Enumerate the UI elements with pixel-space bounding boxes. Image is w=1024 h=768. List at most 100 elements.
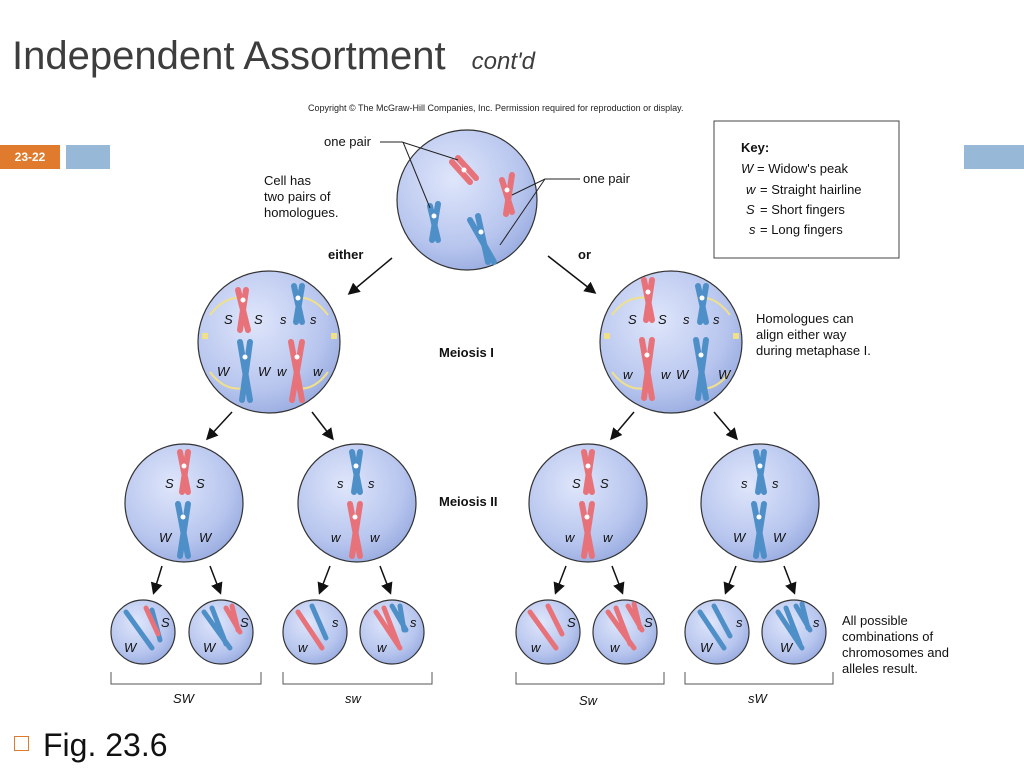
gamete-cell: s W [761,599,827,665]
square-bullet-icon [14,736,29,752]
title-main: Independent Assortment [12,34,446,78]
allele-label: s [310,312,317,327]
accent-bar-left [66,145,110,169]
allele-label: s [332,615,339,630]
allele-label: w [565,530,576,545]
gamete-cell: s w [282,599,348,665]
allele-label: S [240,615,249,630]
copyright-notice: Copyright © The McGraw-Hill Companies, I… [308,103,684,113]
allele-label: s [772,476,779,491]
result-label: SW [173,691,196,706]
accent-bar-right [964,145,1024,169]
allele-label: W [199,530,213,545]
allele-label: s [368,476,375,491]
label-one-pair-left: one pair [324,134,372,149]
gamete-cell: S W [110,599,176,665]
all-possible-line3: chromosomes and [842,645,949,660]
parent-cell [396,129,538,271]
label-meiosis-2: Meiosis II [439,494,498,509]
key-text: = Widow's peak [757,161,848,176]
allele-label: S [658,312,667,327]
allele-label: s [713,312,720,327]
all-possible-line1: All possible [842,613,908,628]
allele-label: s [736,615,743,630]
meiosis2-cell: s s W W [700,443,820,563]
allele-label: w [370,530,381,545]
allele-label: S [161,615,170,630]
key-symbol: s [749,222,756,237]
allele-label: s [741,476,748,491]
allele-label: S [196,476,205,491]
bullet-item: Fig. 23.6 [14,727,168,764]
gamete-cell: S w [592,599,658,665]
result-label: Sw [579,693,599,708]
allele-label: w [603,530,614,545]
allele-label: w [623,367,634,382]
gamete-cell: s W [684,599,750,665]
allele-label: s [683,312,690,327]
meiosis1-right-cell: S S s s w w W W [599,270,743,414]
key-row: S = Short fingers [746,202,845,217]
meiosis2-cell: S S w w [528,443,648,563]
key-text: = Short fingers [760,202,845,217]
cell-has-line3: homologues. [264,205,338,220]
label-either: either [328,247,363,262]
gamete-cell: S w [515,599,581,665]
slide-number-badge: 23-22 [0,145,60,169]
allele-label: W [718,367,732,382]
meiosis1-left-cell: S S s s W W w w [197,270,341,414]
bullet-text: Fig. 23.6 [43,727,168,763]
meiosis2-cell: s s w w [297,443,417,563]
allele-label: W [773,530,787,545]
allele-label: W [733,530,747,545]
allele-label: w [377,640,388,655]
result-label: sw [345,691,363,706]
allele-label: S [165,476,174,491]
key-row: w = Straight hairline [746,182,862,197]
meiosis2-cell: S S W W [124,443,244,563]
label-meiosis-1: Meiosis I [439,345,494,360]
key-symbol: S [746,202,755,217]
gamete-cell: s w [359,599,425,665]
allele-label: w [298,640,309,655]
key-symbol: w [746,182,757,197]
allele-label: W [676,367,690,382]
label-or: or [578,247,591,262]
allele-label: S [600,476,609,491]
allele-label: W [258,364,272,379]
allele-label: W [203,640,217,655]
homologues-line1: Homologues can [756,311,854,326]
key-title: Key: [741,140,769,155]
allele-label: W [700,640,714,655]
allele-label: s [337,476,344,491]
homologues-line3: during metaphase I. [756,343,871,358]
allele-label: s [410,615,417,630]
allele-label: S [628,312,637,327]
allele-label: w [277,364,288,379]
gamete-cell: S W [188,599,254,665]
all-possible-line4: alleles result. [842,661,918,676]
allele-label: S [567,615,576,630]
result-label: sW [748,691,769,706]
result-brackets [110,672,834,685]
allele-label: W [124,640,138,655]
allele-label: S [224,312,233,327]
key-box: Key: W = Widow's peak w = Straight hairl… [713,120,900,259]
allele-label: w [531,640,542,655]
allele-label: S [572,476,581,491]
key-text: = Straight hairline [760,182,862,197]
allele-label: W [780,640,794,655]
cell-has-line2: two pairs of [264,189,331,204]
homologues-line2: align either way [756,327,847,342]
title-subtitle: cont'd [471,48,535,75]
cell-has-line1: Cell has [264,173,311,188]
allele-label: W [217,364,231,379]
allele-label: W [159,530,173,545]
allele-label: w [610,640,621,655]
all-possible-line2: combinations of [842,629,933,644]
allele-label: S [254,312,263,327]
slide-title: Independent Assortment cont'd [12,34,535,79]
allele-label: w [331,530,342,545]
allele-label: w [313,364,324,379]
key-symbol: W [741,161,755,176]
